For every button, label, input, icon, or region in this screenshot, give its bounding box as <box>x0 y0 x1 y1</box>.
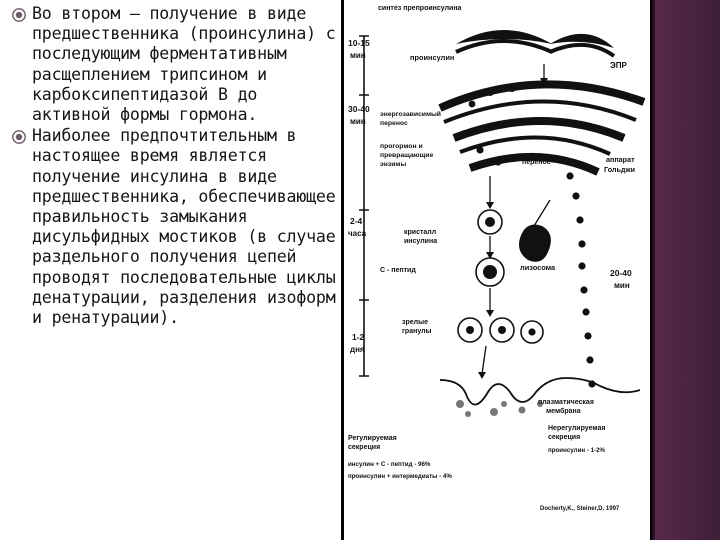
label-nonregulated-2: секреция <box>548 434 580 441</box>
released-granules <box>456 400 543 417</box>
label-lysosome: лизосома <box>520 263 556 272</box>
label-c-peptide: С - пептид <box>380 267 416 274</box>
bullet-text: Наиболее предпочтительным в настоящее вр… <box>32 126 336 328</box>
time-1-2: 1-2 <box>352 332 365 342</box>
label-prohormone: прогормон и <box>380 143 423 150</box>
er-ribosomes <box>455 30 616 58</box>
circle-bullet-icon <box>12 130 26 145</box>
regulated-formula: инсулин + С - пептид - 96% <box>348 461 431 468</box>
bullet-item: Наиболее предпочтительным в настоящее вр… <box>10 126 342 328</box>
label-regulated: Регулируемая <box>348 435 397 442</box>
time-30-40-unit: мин <box>350 117 366 126</box>
source-citation: Docherty,K., Steiner,D. 1997 <box>540 506 620 512</box>
label-er: ЭПР <box>610 61 627 70</box>
label-mature: зрелые <box>402 319 428 326</box>
golgi-stacks <box>438 80 646 176</box>
lysosome-shape <box>519 224 551 262</box>
label-proinsulin: проинсулин <box>410 53 454 62</box>
time-2-4: 2-4 <box>350 216 363 226</box>
label-membrane-2: мембрана <box>546 407 581 415</box>
label-crystal-2: инсулина <box>404 238 437 245</box>
label-synthesis: синтез препроинсулина <box>378 5 462 12</box>
label-transfer: перенос <box>522 159 551 166</box>
label-mature-2: гранулы <box>402 328 432 335</box>
transport-vesicles <box>468 84 516 166</box>
label-prohormone-3: энзимы <box>380 161 406 168</box>
time-10-15: 10-15 <box>348 38 370 48</box>
bullet-item: Во втором – получение в виде предшествен… <box>10 4 342 125</box>
time-20-40-unit: мин <box>614 281 630 290</box>
nonregulated-formula: проинсулин - 1-2% <box>548 447 606 454</box>
vesicle-chain <box>566 172 596 388</box>
label-nonregulated: Нерегулируемая <box>548 425 605 432</box>
secretory-granules <box>457 209 544 344</box>
time-2-4-unit: часа <box>348 229 367 238</box>
label-prohormone-2: превращающие <box>380 152 433 159</box>
time-1-2-unit: дня <box>350 345 365 354</box>
insulin-biosynthesis-diagram: синтез препроинсулина 10-15 мин проинсул… <box>341 0 652 540</box>
decorative-side-band <box>652 0 720 540</box>
label-regulated-2: секреция <box>348 444 380 451</box>
bullet-list: Во втором – получение в виде предшествен… <box>10 4 342 328</box>
label-crystal: кристалл <box>404 229 436 236</box>
label-energy: энергозависимый <box>380 110 441 118</box>
circle-bullet-icon <box>12 8 26 22</box>
label-energy-2: перенос <box>380 120 408 127</box>
time-10-15-unit: мин <box>350 51 366 60</box>
regulated-formula-2: проинсулин + интермедиаты - 4% <box>348 473 452 480</box>
label-membrane: плазматическая <box>538 399 594 406</box>
time-30-40: 30-40 <box>348 104 370 114</box>
bullet-text: Во втором – получение в виде предшествен… <box>32 4 336 125</box>
label-golgi: аппарат <box>606 155 635 164</box>
label-golgi-2: Гольджи <box>604 165 635 174</box>
time-20-40: 20-40 <box>610 268 632 278</box>
